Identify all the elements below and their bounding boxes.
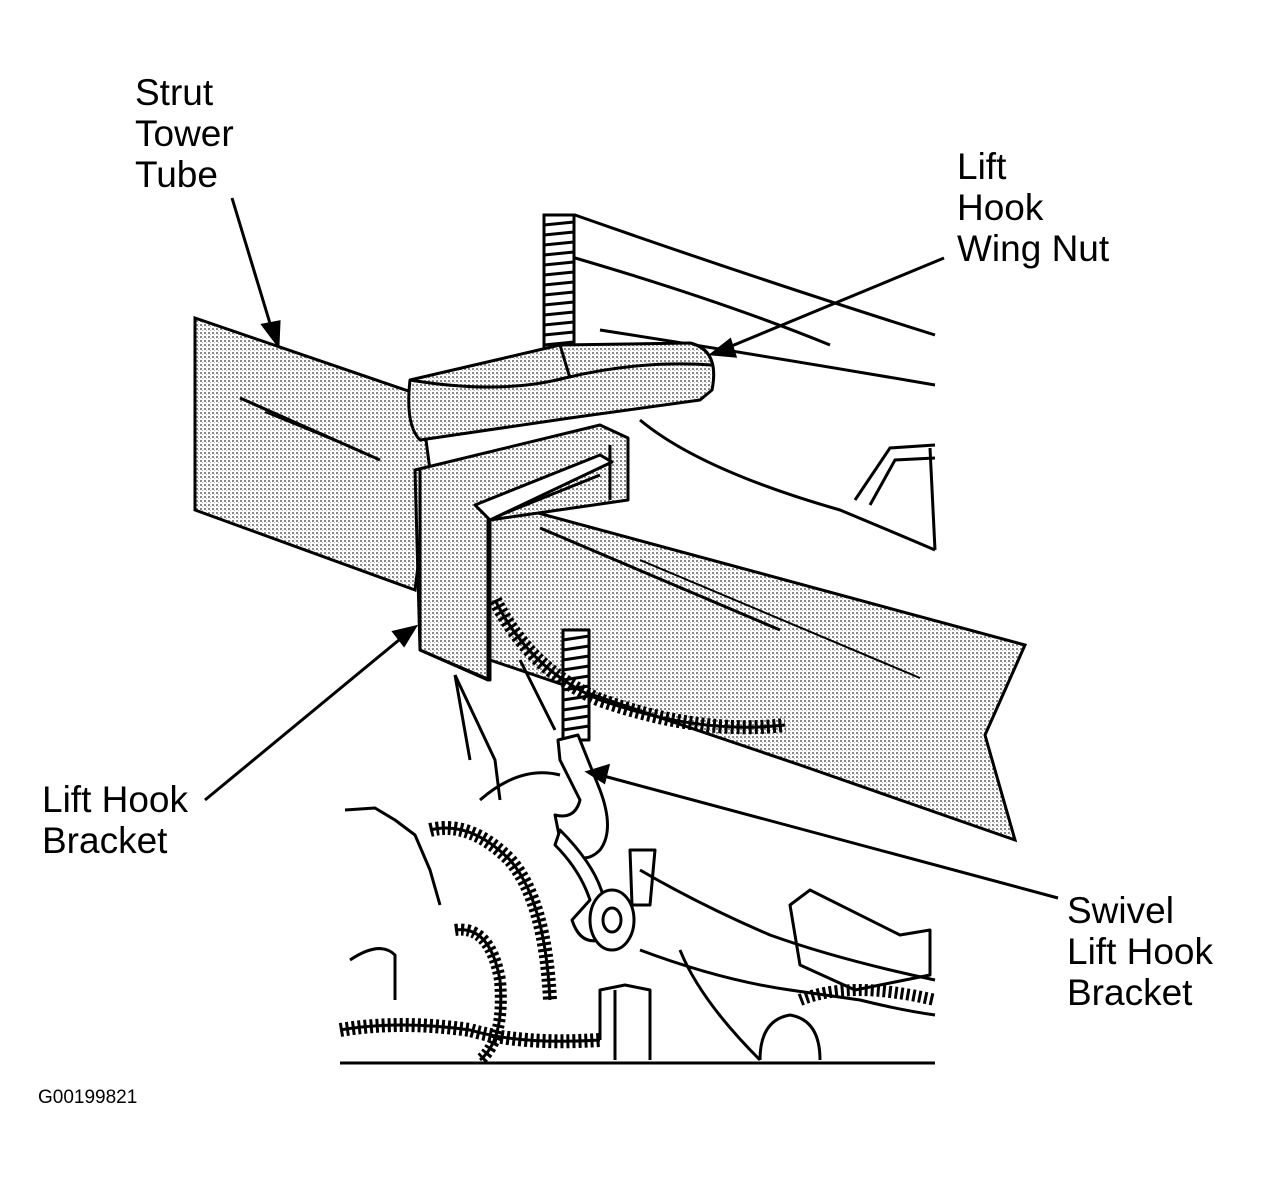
label-line: Tower bbox=[135, 113, 234, 154]
body-panel-lines bbox=[564, 213, 937, 552]
label-line: Tube bbox=[135, 154, 218, 195]
leader-lines bbox=[204, 197, 1059, 900]
label-line: Strut bbox=[135, 72, 214, 113]
label-line: Hook bbox=[957, 187, 1044, 228]
strut-tower-tube-label: Strut Tower Tube bbox=[135, 72, 234, 195]
strut-tower-tube bbox=[193, 315, 1028, 843]
label-line: Bracket bbox=[42, 820, 168, 861]
figure-code: G00199821 bbox=[38, 1087, 138, 1108]
label-line: Swivel bbox=[1067, 890, 1174, 931]
label-line: Lift Hook bbox=[1067, 931, 1214, 972]
lift-hook-wing-nut-label: Lift Hook Wing Nut bbox=[957, 146, 1109, 269]
lift-hook-bracket-label: Lift Hook Bracket bbox=[42, 779, 188, 861]
engine-components bbox=[338, 596, 937, 1065]
label-line: Bracket bbox=[1067, 972, 1193, 1013]
swivel-lift-hook-bracket-label: Swivel Lift Hook Bracket bbox=[1067, 890, 1213, 1013]
wing-nut bbox=[407, 341, 716, 442]
lift-hook-bracket bbox=[413, 423, 630, 682]
label-line: Lift bbox=[957, 146, 1007, 187]
label-line: Lift Hook bbox=[42, 779, 189, 820]
label-line: Wing Nut bbox=[957, 228, 1110, 269]
